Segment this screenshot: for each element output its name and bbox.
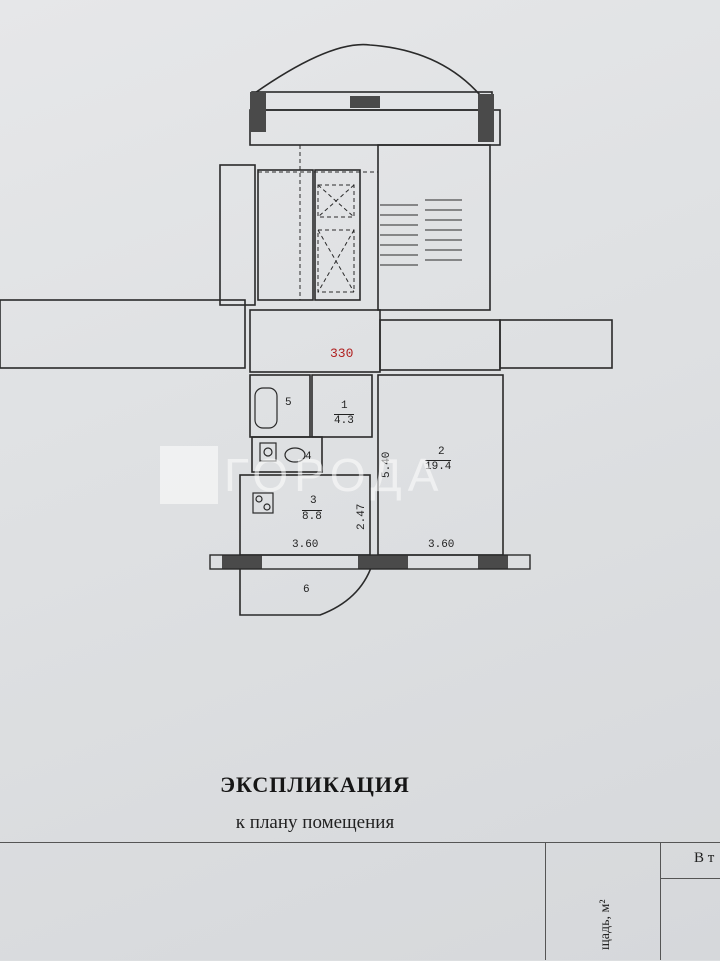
room-2-area: 19.4 xyxy=(425,460,452,473)
left-corridor xyxy=(0,299,246,369)
utility-room xyxy=(219,164,256,306)
balcony-arc-bottom xyxy=(239,564,373,616)
watermark: ГОРОДА xyxy=(160,440,560,510)
dimension-width-right: 3.60 xyxy=(428,539,455,551)
watermark-logo-icon xyxy=(160,446,218,504)
room-1-area: 4.3 xyxy=(334,414,354,427)
right-segment-1 xyxy=(379,319,501,371)
right-segment-2 xyxy=(499,319,613,369)
room-3-area: 8.8 xyxy=(302,510,322,523)
corridor-number: 330 xyxy=(330,346,354,361)
room-6-number: 6 xyxy=(303,584,310,596)
room-2-number: 2 xyxy=(438,446,445,458)
table-divider xyxy=(660,842,661,960)
elevator-shaft-left xyxy=(257,169,314,301)
table-column-area-label: щадь, м² xyxy=(598,899,613,950)
table-header-partial: В т xyxy=(694,850,715,866)
room-5-number: 5 xyxy=(285,397,292,409)
room-5-outline xyxy=(249,374,311,438)
watermark-text: ГОРОДА xyxy=(224,449,445,501)
table-divider xyxy=(660,878,720,879)
explication-subtitle: к плану помещения xyxy=(235,812,395,833)
room-4-number: 4 xyxy=(305,451,312,463)
central-hall xyxy=(249,309,381,373)
room-3-number: 3 xyxy=(310,495,317,507)
balcony-arc-top xyxy=(251,43,481,96)
elevator-shaft-right xyxy=(314,169,361,301)
explication-title: ЭКСПЛИКАЦИЯ xyxy=(220,772,410,797)
room-1-outline xyxy=(311,374,373,438)
explication-table xyxy=(0,842,720,961)
stair-block xyxy=(377,144,491,311)
table-divider xyxy=(545,842,546,960)
room-4-outline xyxy=(251,436,323,473)
upper-corridor xyxy=(249,109,501,146)
dimension-width-left: 3.60 xyxy=(292,539,319,551)
room-1-number: 1 xyxy=(341,400,348,412)
